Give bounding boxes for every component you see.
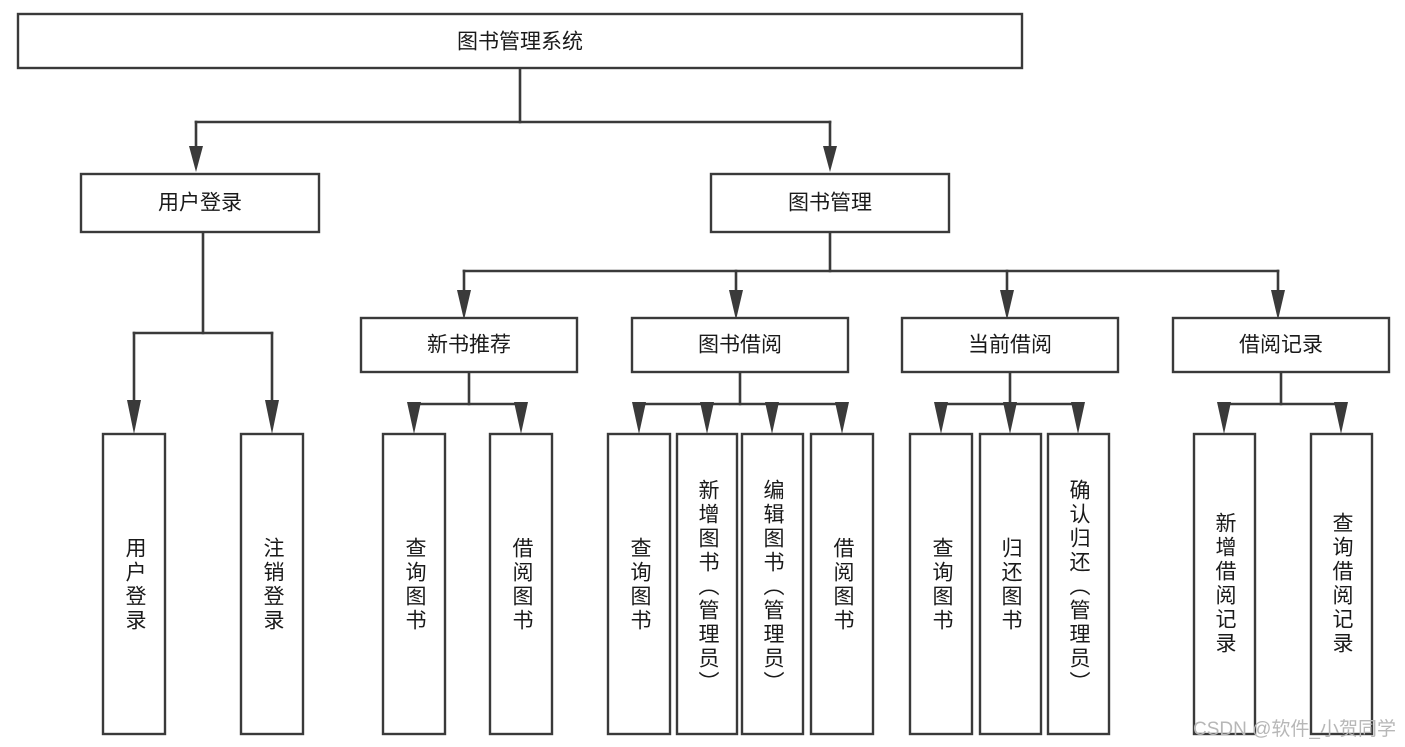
leaf-box-query-book-b[interactable] [606, 432, 672, 736]
node-current-borrow-label: 当前借阅 [968, 334, 1052, 357]
leaf-box-borrow-book-a[interactable] [488, 432, 554, 736]
node-new-book-recommend-box[interactable] [359, 316, 579, 374]
node-borrow-record-box[interactable] [1171, 316, 1391, 374]
node-book-management[interactable]: 图书管理 [709, 172, 951, 234]
node-user-login-box[interactable] [79, 172, 321, 234]
node-book-borrow[interactable]: 图书借阅 [630, 316, 850, 374]
leaf-box-add-book-admin[interactable] [675, 432, 739, 736]
arrowhead-icon [934, 402, 948, 434]
node-book-borrow-box[interactable] [630, 316, 850, 374]
arrowhead-icon [407, 402, 421, 434]
arrowhead-icon [127, 400, 141, 434]
node-current-borrow-box[interactable] [900, 316, 1120, 374]
leaf-box-borrow-book-b[interactable] [809, 432, 875, 736]
node-root[interactable]: 图书管理系统 [16, 12, 1024, 70]
arrowhead-icon [514, 402, 528, 434]
arrowhead-icon [1003, 402, 1017, 434]
arrowhead-icon [823, 146, 837, 172]
node-user-login-label: 用户登录 [158, 192, 242, 215]
leaf-box-confirm-return[interactable] [1046, 432, 1111, 736]
node-book-borrow-label: 图书借阅 [698, 334, 782, 357]
node-root-box[interactable] [16, 12, 1024, 70]
arrowhead-icon [265, 400, 279, 434]
leaf-box-edit-book-admin[interactable] [740, 432, 805, 736]
leaf-box-query-book-c[interactable] [908, 432, 974, 736]
node-new-book-recommend-label: 新书推荐 [427, 334, 511, 357]
arrowhead-icon [765, 402, 779, 434]
node-borrow-record[interactable]: 借阅记录 [1171, 316, 1391, 374]
arrowhead-icon [1217, 402, 1231, 434]
arrowhead-icon [1000, 290, 1014, 320]
leaf-box-query-book-a[interactable] [381, 432, 447, 736]
node-borrow-record-label: 借阅记录 [1239, 334, 1323, 357]
arrowhead-icon [632, 402, 646, 434]
node-root-label: 图书管理系统 [457, 31, 583, 54]
arrowhead-icon [1334, 402, 1348, 434]
leaf-boxes-group [101, 432, 1374, 736]
arrowhead-icon [1271, 290, 1285, 320]
arrowhead-icon [729, 290, 743, 320]
leaf-box-add-record[interactable] [1192, 432, 1257, 736]
node-current-borrow[interactable]: 当前借阅 [900, 316, 1120, 374]
node-book-management-label: 图书管理 [788, 192, 872, 215]
arrowhead-icon [700, 402, 714, 434]
arrowhead-icon [1071, 402, 1085, 434]
arrowhead-icon [835, 402, 849, 434]
node-book-management-box[interactable] [709, 172, 951, 234]
leaf-box-return-book[interactable] [978, 432, 1043, 736]
leaf-box-user-login[interactable] [101, 432, 167, 736]
arrowhead-icon [189, 146, 203, 172]
node-user-login[interactable]: 用户登录 [79, 172, 321, 234]
arrowhead-icon [457, 290, 471, 320]
leaf-box-query-record[interactable] [1309, 432, 1374, 736]
arrowheads-group [127, 146, 1348, 434]
leaf-box-logout[interactable] [239, 432, 305, 736]
node-new-book-recommend[interactable]: 新书推荐 [359, 316, 579, 374]
